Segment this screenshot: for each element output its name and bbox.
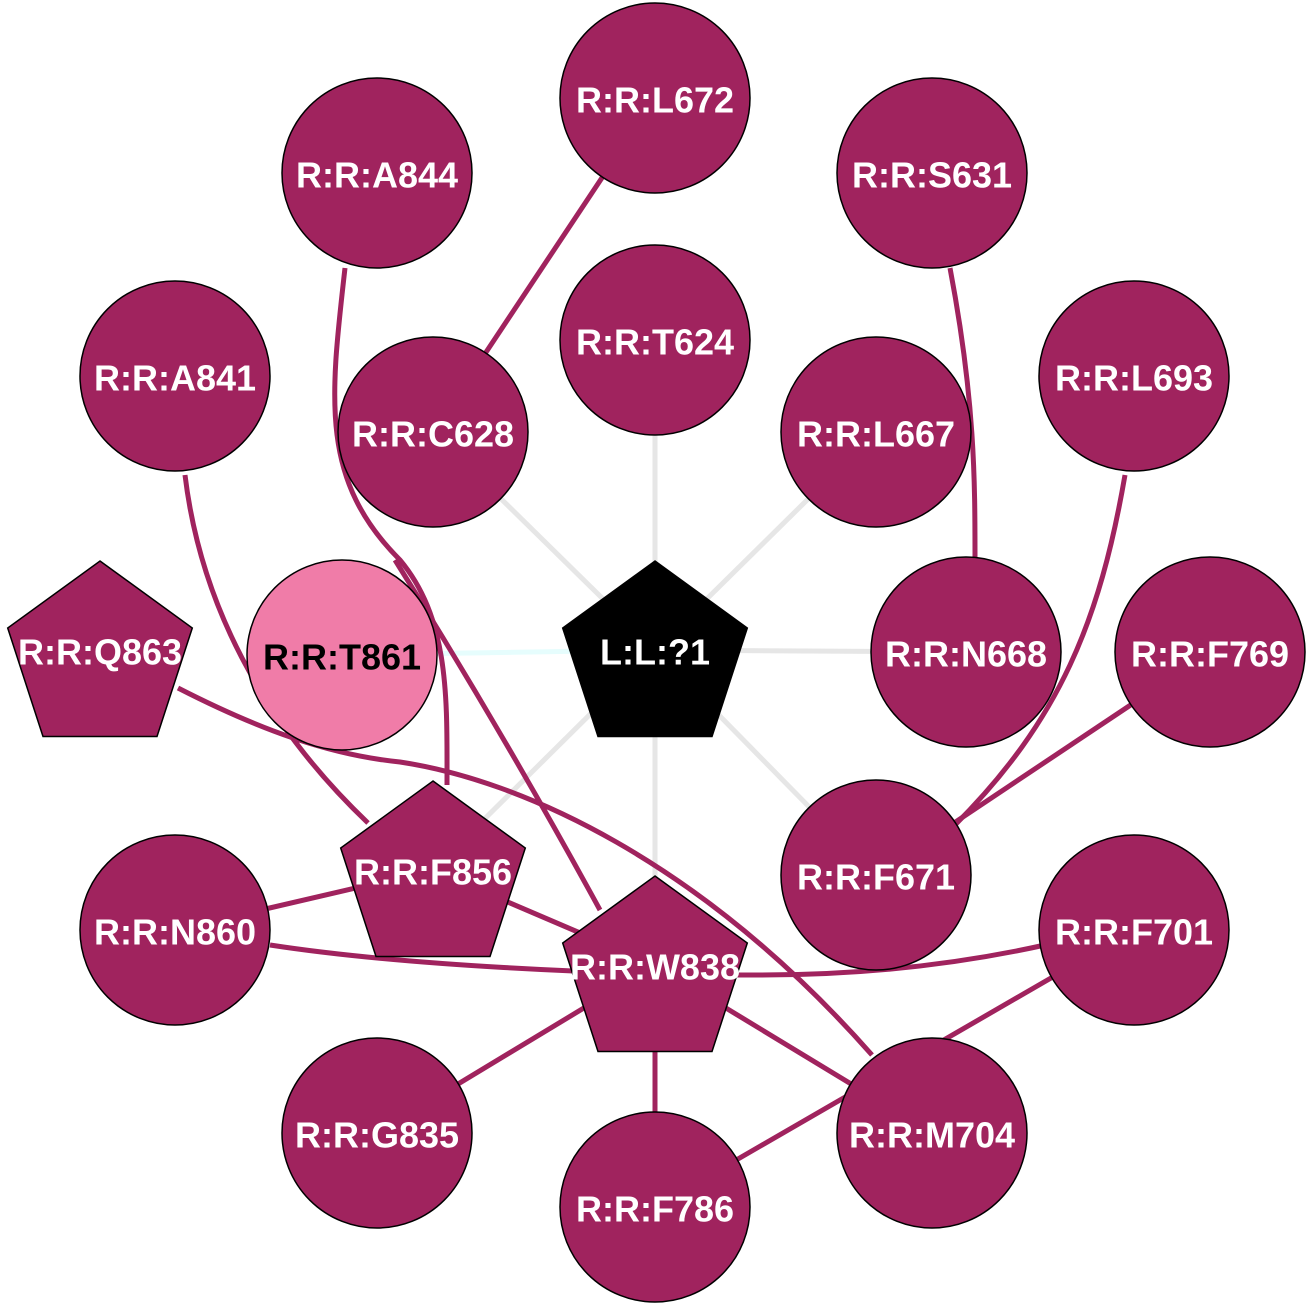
node-label: R:R:G835 [295, 1115, 459, 1156]
node-label: R:R:A841 [94, 358, 256, 399]
node-rrg835[interactable]: R:R:G835 [281, 1037, 473, 1229]
edge-RRL693-RRF671 [953, 474, 1128, 827]
node-rrf701[interactable]: R:R:F701 [1038, 834, 1230, 1026]
node-rrw838[interactable]: R:R:W838 [561, 875, 749, 1053]
node-label: R:R:C628 [352, 414, 514, 455]
node-label: R:R:F701 [1055, 912, 1213, 953]
node-label: R:R:T624 [576, 322, 734, 363]
node-pentagon [339, 780, 527, 958]
node-rrf671[interactable]: R:R:F671 [780, 779, 972, 971]
edge-RRQ863-RRM704 [176, 685, 874, 1057]
node-rrn668[interactable]: R:R:N668 [870, 556, 1062, 748]
node-label: R:R:L693 [1055, 358, 1213, 399]
node-circle [780, 779, 972, 971]
node-circle [281, 1037, 473, 1229]
node-label: R:R:W838 [570, 947, 740, 988]
node-circle [281, 77, 473, 269]
node-circle [559, 1111, 751, 1303]
node-rra841[interactable]: R:R:A841 [79, 280, 271, 472]
node-ll1[interactable]: L:L:?1 [561, 560, 749, 738]
node-rrt624[interactable]: R:R:T624 [559, 244, 751, 436]
node-rrn860[interactable]: R:R:N860 [79, 834, 271, 1026]
node-label: R:R:F671 [797, 857, 955, 898]
node-label: R:R:F856 [354, 852, 512, 893]
node-rra844[interactable]: R:R:A844 [281, 77, 473, 269]
node-rrs631[interactable]: R:R:S631 [836, 77, 1028, 269]
node-circle [246, 559, 438, 751]
node-circle [559, 244, 751, 436]
node-rrf856[interactable]: R:R:F856 [339, 780, 527, 958]
node-label: R:R:N860 [94, 912, 256, 953]
node-circle [870, 556, 1062, 748]
node-label: R:R:F786 [576, 1189, 734, 1230]
node-circle [337, 336, 529, 528]
node-label: R:R:Q863 [18, 632, 182, 673]
node-rrl667[interactable]: R:R:L667 [780, 336, 972, 528]
edge-RRA844-RRF856 [332, 267, 450, 786]
node-circle [780, 336, 972, 528]
node-pentagon [6, 560, 194, 738]
node-label: L:L:?1 [600, 632, 710, 673]
node-rrl693[interactable]: R:R:L693 [1038, 280, 1230, 472]
node-label: R:R:T861 [263, 637, 421, 678]
node-pentagon [561, 560, 749, 738]
node-circle [836, 1037, 1028, 1229]
node-rrq863[interactable]: R:R:Q863 [6, 560, 194, 738]
node-rrc628[interactable]: R:R:C628 [337, 336, 529, 528]
node-rrt861[interactable]: R:R:T861 [246, 559, 438, 751]
edge-RRA841-RRF856 [182, 474, 370, 825]
node-label: R:R:S631 [852, 155, 1012, 196]
edge-RRS631-RRN668 [947, 267, 978, 561]
node-label: R:R:L672 [576, 80, 734, 121]
node-rrf786[interactable]: R:R:F786 [559, 1111, 751, 1303]
node-label: R:R:N668 [885, 634, 1047, 675]
node-circle [1038, 280, 1230, 472]
node-label: R:R:L667 [797, 414, 955, 455]
node-circle [79, 834, 271, 1026]
node-circle [559, 2, 751, 194]
node-pentagon [561, 875, 749, 1053]
node-label: R:R:M704 [849, 1115, 1015, 1156]
node-rrm704[interactable]: R:R:M704 [836, 1037, 1028, 1229]
node-circle [1114, 556, 1306, 748]
node-label: R:R:F769 [1131, 634, 1289, 675]
node-circle [1038, 834, 1230, 1026]
node-circle [79, 280, 271, 472]
node-rrl672[interactable]: R:R:L672 [559, 2, 751, 194]
node-rrf769[interactable]: R:R:F769 [1114, 556, 1306, 748]
node-label: R:R:A844 [296, 155, 458, 196]
node-circle [836, 77, 1028, 269]
